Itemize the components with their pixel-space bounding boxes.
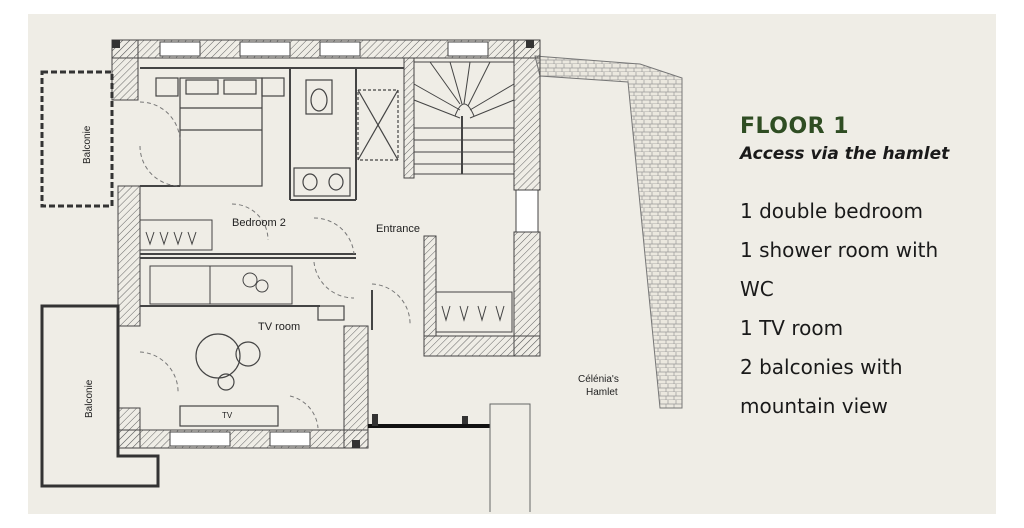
interior-walls <box>140 67 490 428</box>
floor-title: FLOOR 1 <box>740 114 850 139</box>
feature-item: 1 double bedroom <box>740 199 924 223</box>
wardrobes <box>139 219 513 333</box>
label-balcony-top: Balconie <box>82 125 93 164</box>
exterior-walls <box>111 39 541 449</box>
feature-item: 1 shower room with WC <box>740 238 939 301</box>
label-tv: TV <box>222 411 233 420</box>
floor-info: FLOOR 1 Access via the hamlet 1 double b… <box>740 112 1010 426</box>
balcony-top <box>40 70 114 208</box>
bathroom-fixtures <box>293 79 399 197</box>
door-swings <box>139 101 411 429</box>
label-balcony-bottom: Balconie <box>84 379 95 418</box>
double-bed <box>155 77 285 187</box>
floor-subtitle: Access via the hamlet <box>740 144 950 164</box>
sofa <box>149 265 293 305</box>
small-markers <box>112 40 534 448</box>
windows <box>159 41 539 447</box>
feature-item: 1 TV room <box>740 316 844 340</box>
label-hamlet-line2: Hamlet <box>586 387 618 398</box>
feature-item: 2 balconies with mountain view <box>740 355 903 418</box>
ground-outline <box>489 403 531 512</box>
balcony-bottom <box>40 304 160 488</box>
label-bedroom: Bedroom 2 <box>232 217 286 229</box>
tv-room-table <box>179 305 345 427</box>
stone-terrain <box>534 55 683 409</box>
staircase <box>413 61 515 175</box>
label-entrance: Entrance <box>376 223 420 235</box>
feature-list: 1 double bedroom 1 shower room with WC 1… <box>740 192 1010 426</box>
label-hamlet-line1: Célénia's <box>578 374 619 385</box>
label-tv-room: TV room <box>258 321 300 333</box>
